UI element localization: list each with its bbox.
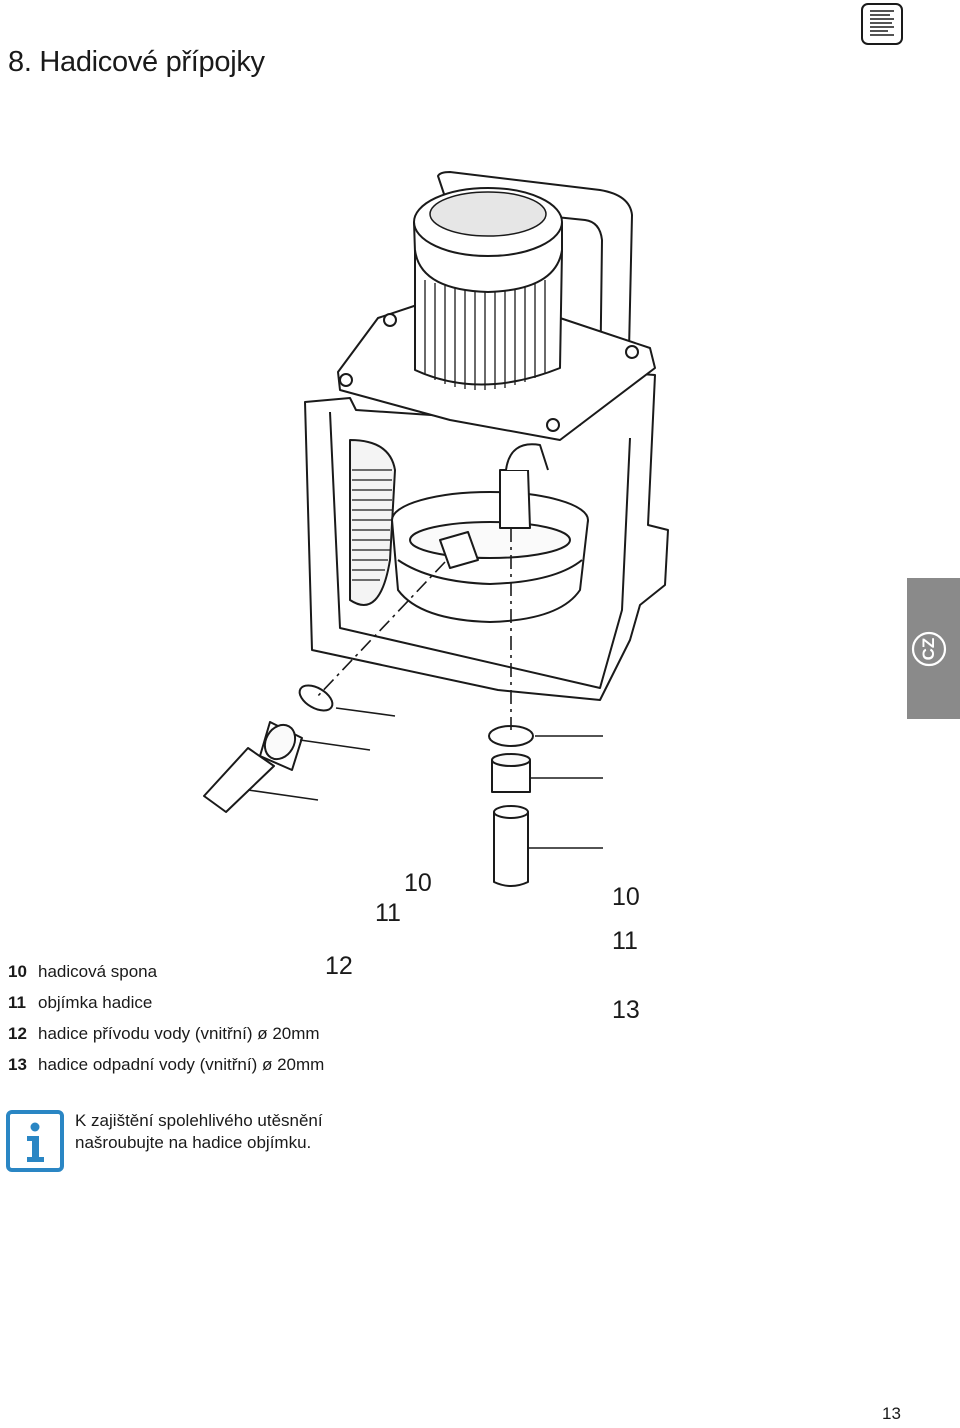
legend-number: 13 — [8, 1055, 27, 1074]
callout-10-left: 10 — [404, 869, 432, 897]
page-title: 8. Hadicové přípojky — [8, 46, 265, 78]
pump-exploded-diagram: 10 11 12 10 11 13 — [0, 160, 960, 1023]
page-number: 13 — [882, 1404, 901, 1423]
legend-text: hadicová spona — [38, 962, 158, 981]
callout-13-right: 13 — [612, 996, 640, 1024]
legend-text: hadice odpadní vody (vnitřní) ø 20mm — [38, 1055, 325, 1074]
legend-number: 11 — [8, 993, 26, 1012]
legend-text: hadice přívodu vody (vnitřní) ø 20mm — [38, 1024, 320, 1043]
legend-item: 10 hadicová spona — [8, 962, 608, 993]
parts-legend: 10 hadicová spona 11 objímka hadice 12 h… — [8, 962, 608, 1086]
legend-number: 10 — [8, 962, 27, 981]
legend-item: 13 hadice odpadní vody (vnitřní) ø 20mm — [8, 1055, 608, 1086]
pump-drawing — [203, 171, 669, 887]
legend-item: 11 objímka hadice — [8, 993, 608, 1024]
document-icon — [861, 3, 903, 45]
note-line-2: našroubujte na hadice objímku. — [75, 1133, 312, 1152]
callout-12-left: 12 — [325, 952, 353, 980]
info-icon — [6, 1110, 64, 1172]
callout-10-right: 10 — [612, 883, 640, 911]
callout-11-left: 11 — [375, 899, 401, 927]
note-line-1: K zajištění spolehlivého utěsnění — [75, 1111, 323, 1130]
note-text: K zajištění spolehlivého utěsnění našrou… — [75, 1110, 495, 1154]
legend-text: objímka hadice — [38, 993, 153, 1012]
legend-item: 12 hadice přívodu vody (vnitřní) ø 20mm — [8, 1024, 608, 1055]
legend-number: 12 — [8, 1024, 27, 1043]
callout-11-right: 11 — [612, 927, 638, 955]
language-tab: CZ — [907, 578, 960, 719]
